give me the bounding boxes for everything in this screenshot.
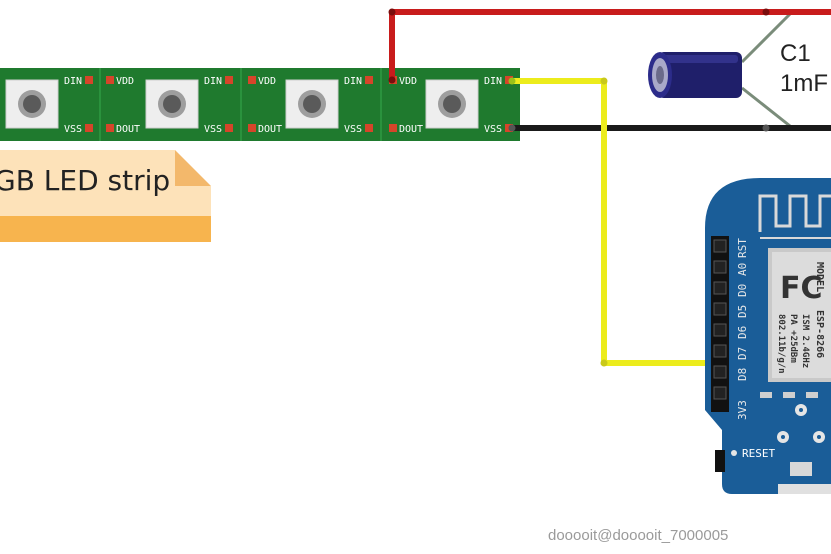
pin-label-vss: VSS [64, 124, 82, 135]
pin-label-d8: D8 [736, 368, 749, 381]
pin-label-d5: D5 [736, 305, 749, 318]
pin-label-vdd: VDD [116, 76, 134, 87]
pin-label-d0: D0 [736, 284, 749, 297]
fcc-logo: FC [780, 271, 823, 306]
note-fold [175, 150, 211, 186]
reset-button [715, 450, 725, 472]
capacitor-c1 [648, 12, 792, 128]
pin-label-din: DIN [484, 76, 502, 87]
capacitor-name: C1 [780, 40, 811, 67]
capacitor-value: 1mF [780, 70, 828, 97]
note-band [0, 216, 211, 242]
esp8266-board: FC MODEL ESP-8266 ISM 2.4GHz PA +25dBm 8… [705, 178, 831, 494]
module-model-label: MODEL [814, 262, 825, 292]
module-wifi-label: 802.11b/g/n [776, 314, 786, 374]
module-pa-label: PA +25dBm [788, 314, 798, 363]
reset-label: RESET [742, 447, 775, 460]
pin-label-vdd: VDD [399, 76, 417, 87]
pin-label-3v3: 3V3 [736, 400, 749, 420]
pin-label-din: DIN [204, 76, 222, 87]
pin-label-din: DIN [64, 76, 82, 87]
pin-label-dout: DOUT [258, 124, 282, 135]
header-pins [711, 236, 729, 412]
pin-label-vss: VSS [344, 124, 362, 135]
watermark: dooooit@dooooit_7000005 [548, 527, 729, 544]
led-2 [145, 79, 199, 129]
module-ism-label: ISM 2.4GHz [800, 314, 810, 368]
pin-label-a0: A0 [736, 263, 749, 276]
module-chip-label: ESP-8266 [814, 310, 825, 358]
strip-label-note: GB LED strip [0, 150, 211, 242]
pin-label-d6: D6 [736, 326, 749, 339]
data-wire [510, 78, 722, 366]
led-strip: DIN VSS VDD DOUT DIN VSS VDD DOUT DIN VS… [0, 68, 520, 141]
pin-label-rst: RST [736, 238, 749, 258]
pin-label-vss: VSS [484, 124, 502, 135]
pin-label-din: DIN [344, 76, 362, 87]
pin-label-dout: DOUT [399, 124, 423, 135]
led-1 [5, 79, 59, 129]
strip-label: GB LED strip [0, 164, 171, 197]
led-3 [285, 79, 339, 129]
pin-label-vdd: VDD [258, 76, 276, 87]
led-4 [425, 79, 479, 129]
pin-label-dout: DOUT [116, 124, 140, 135]
pin-label-vss: VSS [204, 124, 222, 135]
pin-label-d7: D7 [736, 347, 749, 360]
